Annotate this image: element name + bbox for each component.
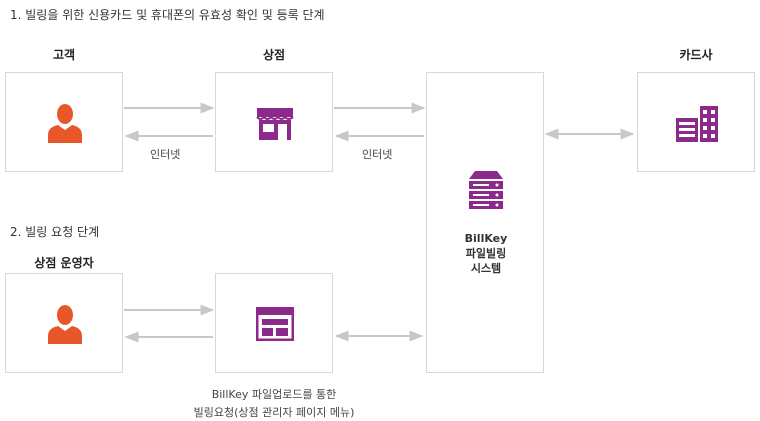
person-icon <box>48 305 82 344</box>
admin-page-box <box>215 273 333 373</box>
store-operator-box <box>5 273 123 373</box>
person-icon <box>48 104 82 143</box>
customer-box <box>5 72 123 172</box>
browser-window-icon <box>256 307 294 341</box>
card-company-title: 카드사 <box>679 48 713 62</box>
billkey-label-line3: 시스템 <box>470 262 502 275</box>
section2-title: 2. 빌링 요청 단계 <box>10 225 100 239</box>
store-operator-title: 상점 운영자 <box>34 256 94 270</box>
billkey-system-box: BillKey 파일빌링 시스템 <box>426 72 544 373</box>
internet-label-2: 인터넷 <box>362 148 393 161</box>
billkey-label-line1: BillKey <box>464 232 508 245</box>
store-title: 상점 <box>262 48 286 62</box>
upload-caption-line1: BillKey 파일업로드를 통한 <box>211 388 337 401</box>
storefront-icon <box>256 108 294 140</box>
billkey-system-label: BillKey 파일빌링 시스템 <box>427 231 545 276</box>
store-box <box>215 72 333 172</box>
upload-caption-line2: 빌링요청(상점 관리자 페이지 메뉴) <box>193 406 355 419</box>
billkey-label-line2: 파일빌링 <box>465 247 507 260</box>
card-company-box <box>637 72 755 172</box>
customer-title: 고객 <box>52 48 76 62</box>
server-icon <box>469 171 503 209</box>
building-icon <box>676 106 718 142</box>
section1-title: 1. 빌링을 위한 신용카드 및 휴대폰의 유효성 확인 및 등록 단계 <box>10 8 325 22</box>
internet-label-1: 인터넷 <box>150 148 181 161</box>
